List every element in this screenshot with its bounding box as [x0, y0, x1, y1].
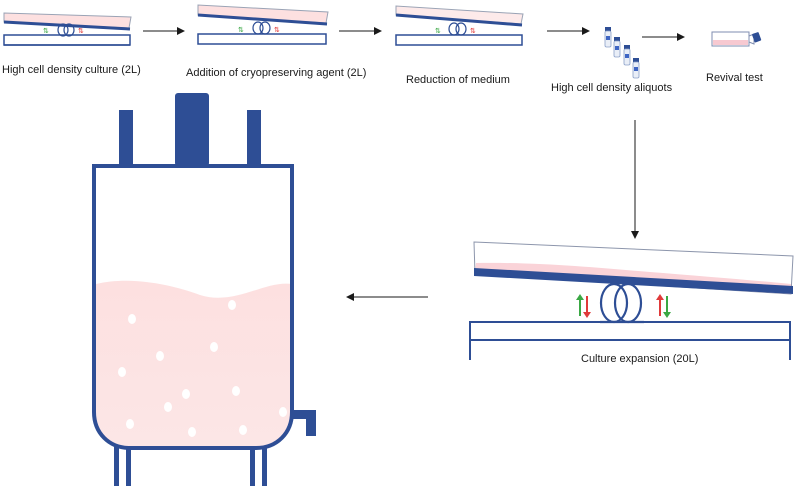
rocker-drum-right-3	[455, 22, 467, 36]
tank-bubbles	[118, 300, 287, 437]
rocker-platform-3	[395, 34, 523, 46]
tank-leg	[250, 446, 255, 486]
tank-culture-medium	[96, 280, 292, 447]
cryovial-icon	[613, 37, 621, 58]
cryovial-icon	[623, 45, 631, 66]
small-rocker-1: ⇅ ⇅	[3, 12, 132, 46]
label-step5: Revival test	[706, 72, 763, 84]
rocking-arrows-left-large	[576, 294, 591, 318]
stirred-tank-bioreactor	[92, 93, 316, 486]
rocker-platform-2	[197, 33, 327, 45]
rocker-tray-3	[395, 13, 523, 27]
tank-port-right	[247, 110, 261, 166]
culture-flask-icon	[711, 31, 762, 47]
large-rocker	[469, 241, 794, 360]
tank-leg	[114, 446, 119, 486]
rocker-drum-left-1	[57, 23, 69, 37]
rocker-platform-large	[469, 321, 791, 341]
rocker-tray-large	[474, 268, 793, 294]
rocking-arrows-left-1: ⇅	[43, 27, 49, 35]
cryovial-icon	[604, 27, 612, 48]
rocking-arrows-right-3: ⇅	[470, 27, 476, 35]
rocking-arrows-left-3: ⇅	[435, 27, 441, 35]
rocker-drum-right-2	[259, 21, 271, 35]
rocking-arrows-right-2: ⇅	[274, 26, 280, 34]
rocking-arrows-right-1: ⇅	[78, 27, 84, 35]
cryovials	[604, 27, 640, 79]
rocking-arrows-left-2: ⇅	[238, 26, 244, 34]
tank-leg	[126, 446, 131, 486]
tank-vessel	[92, 164, 294, 450]
cryovial-icon	[632, 58, 640, 79]
small-rocker-2: ⇅ ⇅	[197, 4, 329, 45]
small-rocker-3: ⇅ ⇅	[395, 5, 524, 46]
label-step4: High cell density aliquots	[551, 82, 673, 94]
label-expansion: Culture expansion (20L)	[581, 353, 698, 365]
label-step1: High cell density culture (2L)	[2, 64, 141, 76]
rocking-arrows-right-large	[656, 294, 671, 318]
tank-port-left	[119, 110, 133, 166]
rocker-tray-2	[197, 13, 328, 26]
rocker-drum-right-1	[63, 23, 75, 37]
tank-port-center	[175, 93, 209, 166]
label-step3: Reduction of medium	[406, 74, 510, 86]
label-step2: Addition of cryopreserving agent (2L)	[186, 67, 366, 79]
tank-leg	[262, 446, 267, 486]
tank-outlet	[290, 410, 316, 436]
rocker-platform-1	[3, 34, 131, 46]
